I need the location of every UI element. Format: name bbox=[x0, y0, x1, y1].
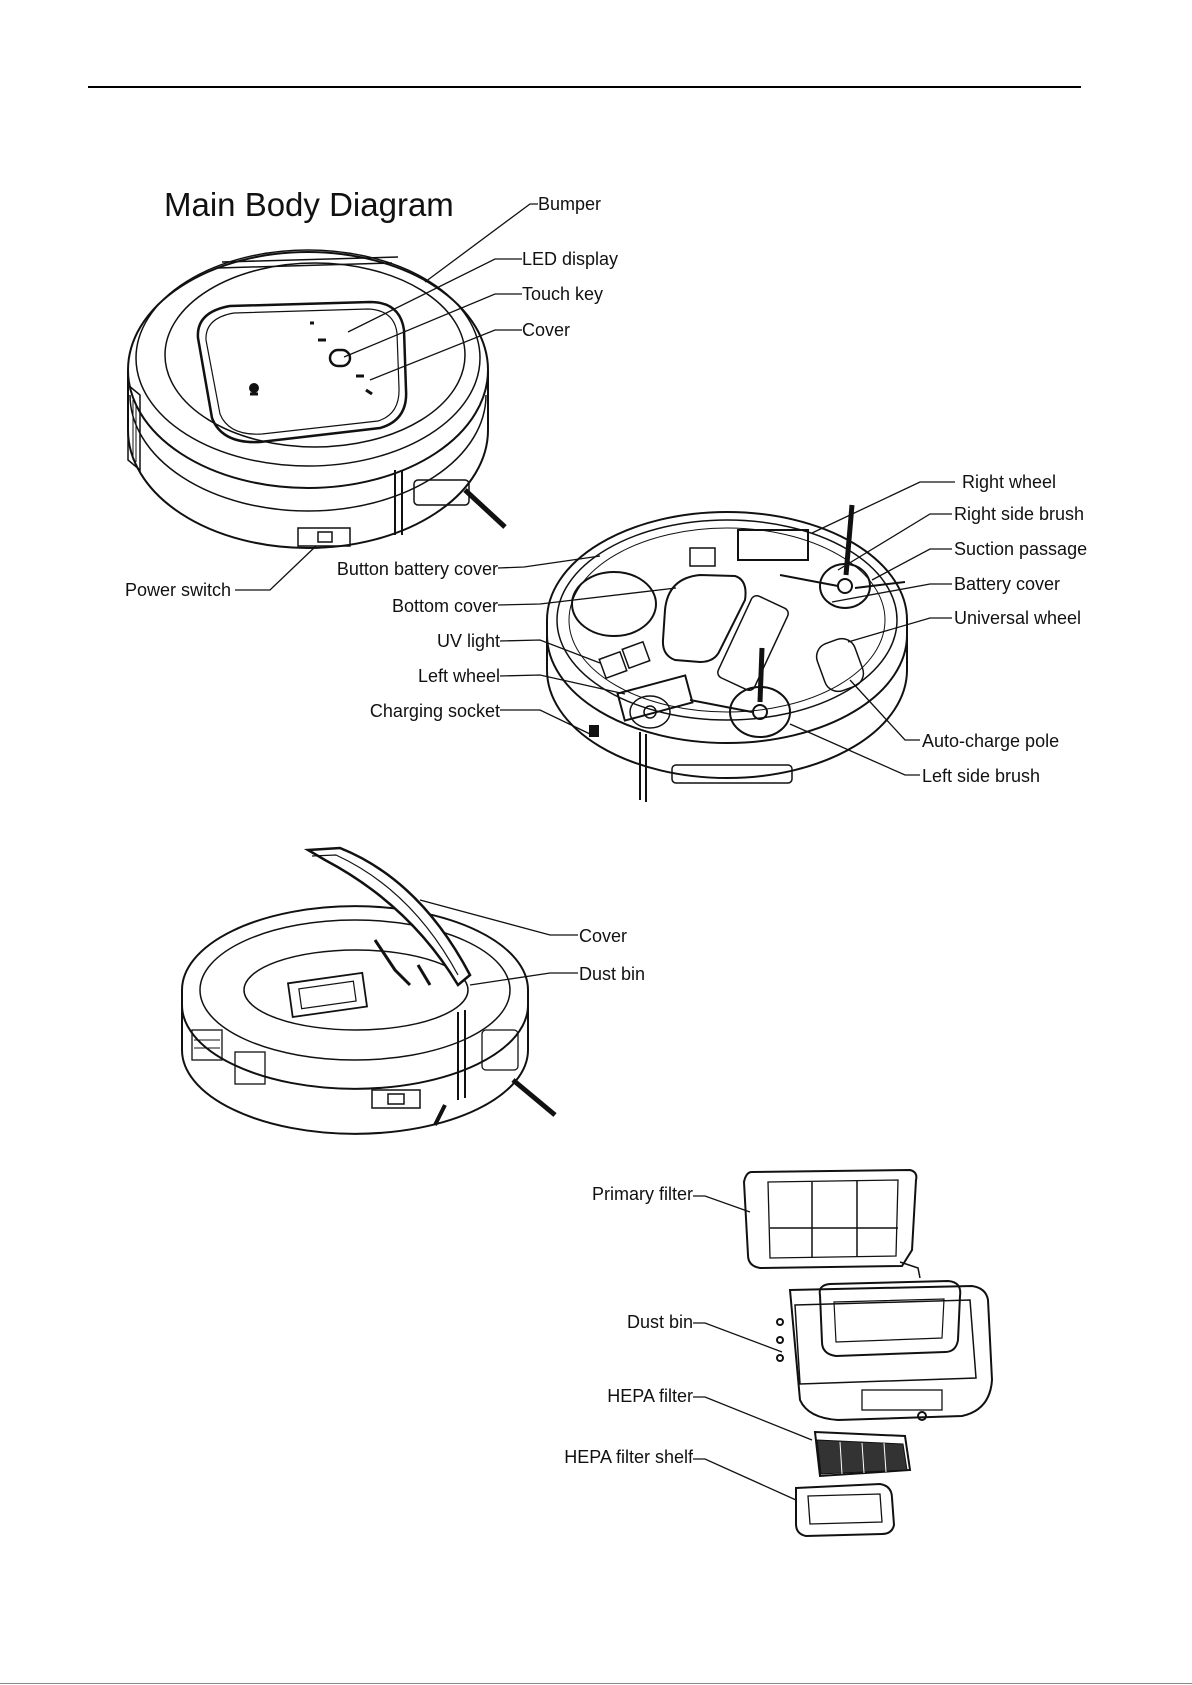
bottom-view-robot bbox=[546, 504, 908, 802]
label-left-side-brush: Left side brush bbox=[922, 766, 1041, 786]
label-cover-open: Cover bbox=[579, 926, 628, 946]
footer-rule bbox=[0, 1683, 1192, 1684]
top-view-robot bbox=[127, 249, 507, 549]
label-charging-socket: Charging socket bbox=[369, 701, 500, 721]
label-hepa-filter: HEPA filter bbox=[607, 1386, 693, 1406]
label-primary-filter: Primary filter bbox=[591, 1184, 693, 1204]
open-cover-robot bbox=[181, 846, 557, 1135]
label-touch-key: Touch key bbox=[522, 284, 604, 304]
label-suction-passage: Suction passage bbox=[954, 539, 1088, 559]
label-uv-light: UV light bbox=[436, 631, 500, 651]
label-left-wheel: Left wheel bbox=[417, 666, 500, 686]
top-view-leaders bbox=[235, 203, 538, 591]
label-universal-wheel: Universal wheel bbox=[954, 608, 1082, 628]
header-rule bbox=[88, 86, 1081, 88]
label-power-switch: Power switch bbox=[124, 580, 231, 600]
label-cover-top: Cover bbox=[522, 320, 571, 340]
label-hepa-filter-shelf: HEPA filter shelf bbox=[564, 1447, 693, 1467]
open-cover-leaders bbox=[419, 899, 578, 986]
exploded-parts bbox=[742, 1168, 994, 1538]
label-auto-charge-pole: Auto-charge pole bbox=[922, 731, 1060, 751]
label-bumper: Bumper bbox=[538, 194, 602, 214]
label-right-wheel: Right wheel bbox=[962, 472, 1057, 492]
bottom-view-leaders bbox=[497, 481, 955, 776]
label-dust-bin-exploded: Dust bin bbox=[626, 1312, 693, 1332]
label-right-side-brush: Right side brush bbox=[954, 504, 1085, 524]
label-battery-cover: Battery cover bbox=[954, 574, 1061, 594]
exploded-leaders bbox=[693, 1195, 813, 1501]
label-button-battery-cover: Button battery cover bbox=[336, 559, 498, 579]
label-bottom-cover: Bottom cover bbox=[391, 596, 498, 616]
label-led-display: LED display bbox=[522, 249, 619, 269]
label-dust-bin-open: Dust bin bbox=[579, 964, 646, 984]
diagram-title: Main Body Diagram bbox=[164, 186, 454, 223]
